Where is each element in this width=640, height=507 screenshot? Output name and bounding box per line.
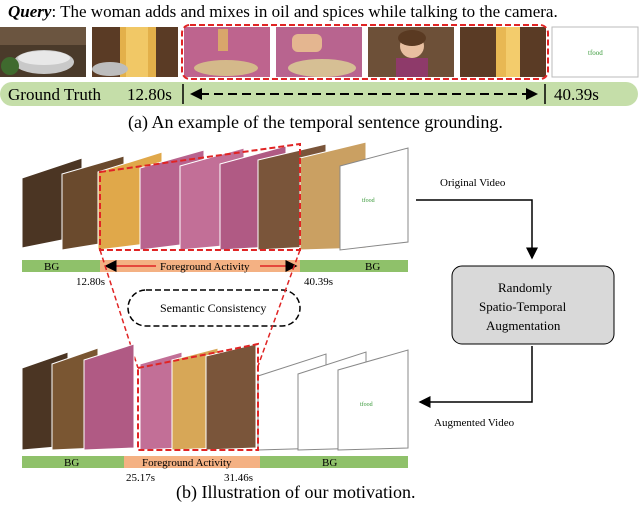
top-bg-left-label: BG (44, 261, 59, 273)
query-line: Query: The woman adds and mixes in oil a… (8, 2, 558, 22)
frame-thumbnail (276, 27, 362, 77)
flow-arrow-left (418, 346, 533, 408)
query-label: Query (8, 2, 52, 21)
augment-line-1: Randomly (498, 280, 553, 295)
flow-arrow-down (416, 199, 538, 260)
top-end-time: 40.39s (304, 276, 333, 288)
frame-thumbnail: tfood (551, 26, 639, 78)
arrow-right-icon (526, 88, 538, 100)
original-frame-stack: tfood (21, 141, 409, 251)
ground-truth-overlay: Ground Truth 12.80s 40.39s (8, 84, 599, 104)
motivation-diagram: tfood BG Foreground Activity BG 12.80s 4… (21, 141, 615, 483)
gt-start-time: 12.80s (127, 85, 172, 104)
logo-text: tfood (588, 49, 603, 57)
augmented-frame-stack: tfood (21, 342, 409, 451)
highlight-box (181, 24, 549, 80)
augment-line-3: Augmentation (486, 318, 561, 333)
augment-line-2: Spatio-Temporal (479, 299, 567, 314)
frame-strip-a: tfood (0, 24, 639, 80)
frame-thumbnail (460, 27, 546, 77)
bottom-bg-left-label: BG (64, 457, 79, 469)
frame-thumbnail (0, 27, 86, 77)
logo-text: tfood (360, 401, 373, 408)
query-text: : The woman adds and mixes in oil and sp… (51, 2, 558, 21)
arrow-left-icon (190, 88, 202, 100)
original-video-label: Original Video (440, 177, 506, 189)
caption-b: (b) Illustration of our motivation. (176, 482, 416, 502)
semantic-consistency-box (127, 289, 301, 327)
bottom-start-time: 25.17s (126, 472, 155, 483)
frame-thumbnail (368, 27, 454, 77)
ground-truth-label: Ground Truth (8, 85, 102, 104)
top-fg-label: Foreground Activity (160, 261, 250, 273)
bottom-fg-label: Foreground Activity (142, 457, 232, 469)
frame-thumbnail (92, 27, 178, 77)
bottom-bg-right-label: BG (322, 457, 337, 469)
gt-end-time: 40.39s (554, 85, 599, 104)
top-start-time: 12.80s (76, 276, 105, 288)
frame-thumbnail (184, 27, 270, 77)
augmented-video-label: Augmented Video (434, 417, 515, 429)
top-bg-right-label: BG (365, 261, 380, 273)
top-timeline-fg (100, 260, 300, 272)
semantic-consistency-label: Semantic Consistency (160, 301, 266, 315)
bottom-end-time: 31.46s (224, 472, 253, 483)
augmentation-box (451, 265, 615, 345)
bottom-timeline-fg (124, 456, 260, 468)
logo-text: tfood (362, 197, 375, 204)
caption-a: (a) An example of the temporal sentence … (128, 112, 503, 132)
